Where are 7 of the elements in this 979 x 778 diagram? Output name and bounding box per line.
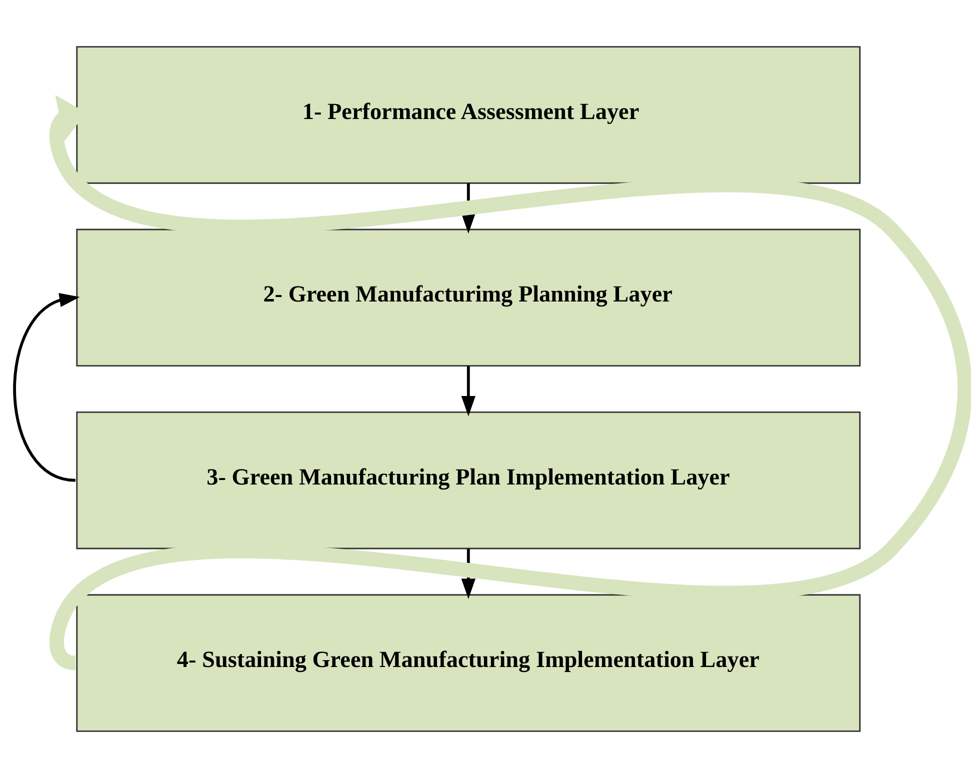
node-box: 2- Green Manufacturimg Planning Layer [76,228,861,367]
arrow [461,366,476,416]
arrow [50,94,971,669]
node-box: 1- Performance Assessment Layer [76,46,861,184]
node-box: 4- Sustaining Green Manufacturing Implementation Layer [76,594,861,732]
node-box: 3- Green Manufacturing Plan Implementation Layer [76,411,861,550]
arrow [13,292,80,482]
